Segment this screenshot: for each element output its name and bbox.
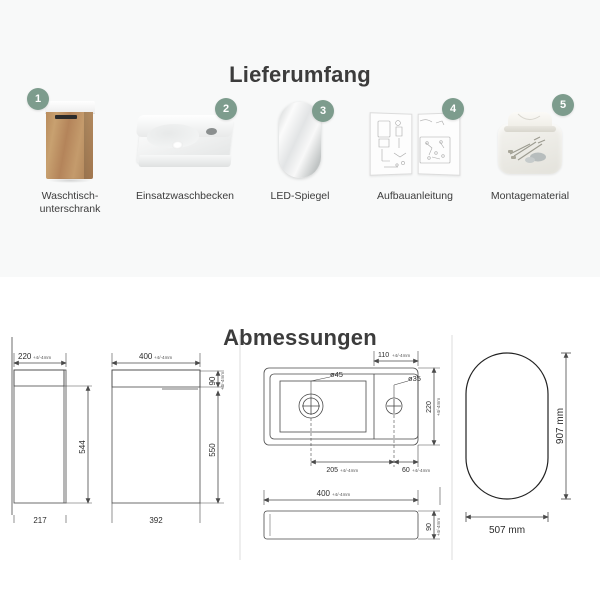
cabinet-body bbox=[46, 112, 93, 179]
drawing-cabinet-side bbox=[11, 337, 92, 523]
label-basin-depth-tol: +4/-4mm bbox=[436, 398, 441, 416]
mounting-kit-icon bbox=[494, 110, 566, 176]
bag-body bbox=[498, 124, 562, 174]
basin-front-face bbox=[138, 155, 232, 167]
dimension-drawings-svg: 220 +4/-4mm 544 217 400 +4/-4mm 90 +4/-4… bbox=[11, 335, 571, 560]
label-basin-tap-x-tol: +4/-4mm bbox=[412, 468, 430, 473]
mirror-thumbnail: 3 bbox=[244, 88, 356, 186]
badge-number-5: 5 bbox=[552, 94, 574, 116]
dimensions-section: Abmessungen bbox=[0, 277, 600, 600]
label-basin-drain-x-tol: +4/-4mm bbox=[340, 468, 358, 473]
drawing-basin-top bbox=[263, 351, 440, 467]
washbasin-thumbnail: 2 bbox=[129, 88, 241, 186]
scope-item-label-3: LED-Spiegel bbox=[270, 190, 330, 202]
label-cabinet-top-height: 90 bbox=[208, 376, 217, 385]
label-cabinet-body-height: 550 bbox=[208, 443, 217, 457]
label-basin-drain-x: 205 bbox=[326, 467, 338, 474]
drawing-basin-front bbox=[263, 487, 441, 540]
label-cabinet-depth: 220 bbox=[18, 352, 32, 361]
badge-number-4: 4 bbox=[442, 98, 464, 120]
cabinet-handle bbox=[55, 115, 77, 119]
drawing-cabinet-front bbox=[111, 353, 224, 523]
scope-item-led-spiegel: 3 LED-Spiegel bbox=[244, 88, 356, 203]
scope-item-label-1: Waschtisch- unterschrank bbox=[39, 190, 101, 215]
cabinet-countertop bbox=[45, 101, 95, 114]
label-basin-depth: 220 bbox=[426, 401, 433, 413]
label-basin-front-width: 400 bbox=[317, 489, 331, 498]
cabinet-shadow bbox=[48, 178, 92, 183]
label-cabinet-width-tol: +4/-4mm bbox=[154, 355, 172, 360]
technical-drawings: 220 +4/-4mm 544 217 400 +4/-4mm 90 +4/-4… bbox=[0, 335, 600, 585]
label-basin-front-width-tol: +4/-4mm bbox=[332, 492, 350, 497]
badge-number-1: 1 bbox=[27, 88, 49, 110]
label-cabinet-side-bottom-width: 217 bbox=[33, 516, 47, 525]
label-basin-front-height: 90 bbox=[426, 523, 433, 531]
label-mirror-width: 507 mm bbox=[489, 525, 525, 536]
scope-of-delivery-section: Lieferumfang 1 Waschtisch- unterschrank bbox=[0, 0, 600, 277]
badge-number-2: 2 bbox=[215, 98, 237, 120]
manual-diagram-lines bbox=[377, 119, 451, 168]
scope-item-label-2: Einsatzwaschbecken bbox=[135, 190, 235, 202]
scope-items-list: 1 Waschtisch- unterschrank 2 bbox=[0, 88, 600, 238]
washbasin-icon bbox=[135, 115, 235, 173]
label-cabinet-top-height-tol: +4/-4mm bbox=[220, 372, 225, 390]
badge-number-3: 3 bbox=[312, 100, 334, 122]
bag-hardware-icon bbox=[508, 113, 546, 163]
manual-icon bbox=[369, 112, 461, 176]
label-basin-offset-right: 110 bbox=[378, 352, 389, 359]
scope-item-montagematerial: 5 bbox=[474, 88, 586, 203]
scope-item-waschtischunterschrank: 1 Waschtisch- unterschrank bbox=[14, 88, 126, 216]
label-cabinet-depth-tol: +4/-4mm bbox=[33, 355, 51, 360]
page-title-lieferumfang: Lieferumfang bbox=[229, 62, 371, 88]
cabinet-icon bbox=[45, 101, 95, 183]
label-basin-front-height-tol: +4/-4mm bbox=[436, 518, 441, 536]
label-cabinet-width: 400 bbox=[139, 352, 153, 361]
label-mirror-height: 907 mm bbox=[555, 408, 566, 444]
scope-item-aufbauanleitung: 4 bbox=[359, 88, 471, 203]
drawing-mirror-outline bbox=[465, 352, 571, 522]
label-basin-drain-diameter: ø45 bbox=[330, 370, 343, 379]
label-cabinet-side-height: 544 bbox=[78, 440, 87, 454]
label-basin-tap-diameter: ø35 bbox=[408, 374, 421, 383]
scope-item-label-5: Montagematerial bbox=[490, 190, 570, 202]
bag-drawstring bbox=[504, 126, 556, 132]
label-basin-offset-right-tol: +4/-4mm bbox=[392, 353, 410, 358]
scope-item-label-4: Aufbauanleitung bbox=[377, 190, 453, 202]
mounting-kit-thumbnail: 5 bbox=[474, 88, 586, 186]
label-cabinet-front-bottom-width: 392 bbox=[149, 516, 163, 525]
label-basin-tap-x: 60 bbox=[402, 467, 410, 474]
cabinet-thumbnail: 1 bbox=[14, 88, 126, 186]
page-title-abmessungen: Abmessungen bbox=[223, 325, 377, 351]
manual-thumbnail: 4 bbox=[359, 88, 471, 186]
scope-item-einsatzwaschbecken: 2 Einsatzwaschbecken bbox=[129, 88, 241, 203]
